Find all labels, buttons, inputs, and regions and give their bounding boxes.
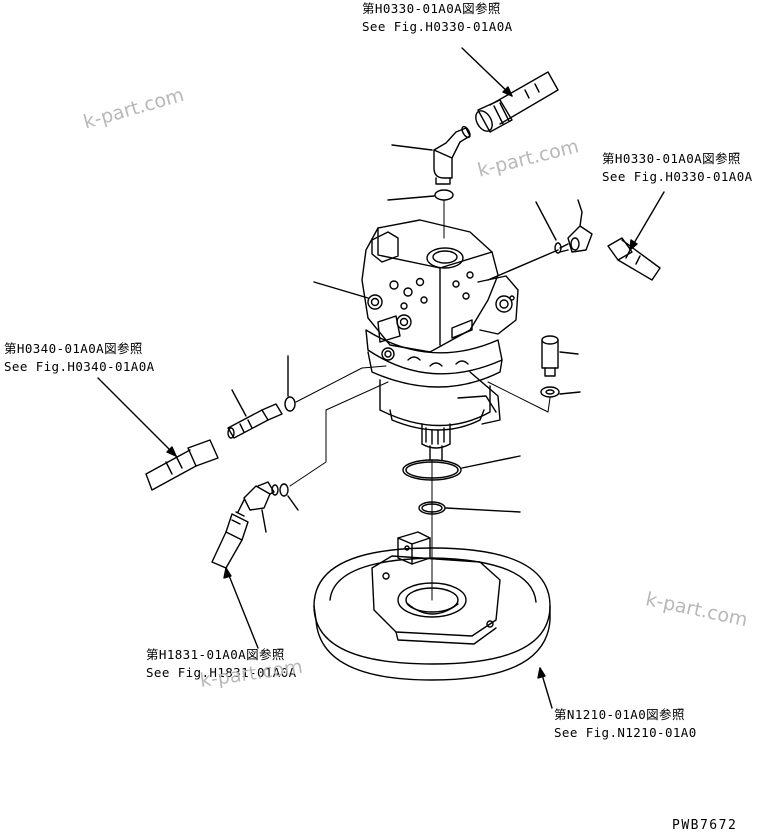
seal-leader xyxy=(445,507,521,513)
left-hose xyxy=(145,439,219,491)
left-reference-en: See Fig.H0340-01A0A xyxy=(4,359,155,374)
bottom-right-leader-arrow xyxy=(537,667,546,679)
drawing-code: PWB7672 xyxy=(672,818,738,833)
lower-fitting-leader xyxy=(261,509,267,533)
lower-left-hose xyxy=(211,511,249,569)
top-reference-label: 第H0330-01A0A図参照 See Fig.H0330-01A0A xyxy=(362,0,513,36)
bottom-right-reference-ja: 第N1210-01A0図参照 xyxy=(554,707,685,722)
bottom-left-reference-ja: 第H1831-01A0A図参照 xyxy=(146,647,285,662)
left-fitting xyxy=(227,403,283,439)
left-reference-label: 第H0340-01A0A図参照 See Fig.H0340-01A0A xyxy=(4,340,155,376)
lower-o-ring xyxy=(279,483,289,497)
bottom-right-reference-en: See Fig.N1210-01A0 xyxy=(554,725,697,740)
right-reference-ja: 第H0330-01A0A図参照 xyxy=(602,151,741,166)
left-reference-ja: 第H0340-01A0A図参照 xyxy=(4,341,143,356)
swing-motor xyxy=(361,219,519,461)
right-fitting xyxy=(559,199,593,253)
bottom-left-reference-label: 第H1831-01A0A図参照 See Fig.H1831-01A0A xyxy=(146,646,297,682)
bottom-left-reference-en: See Fig.H1831-01A0A xyxy=(146,665,297,680)
left-leader-arrow xyxy=(166,446,177,457)
motor-leader xyxy=(313,281,369,299)
bottom-left-reference-leader xyxy=(225,567,259,649)
bolt-center-line xyxy=(487,381,551,413)
top-o-ring xyxy=(434,189,454,201)
right-reference-label: 第H0330-01A0A図参照 See Fig.H0330-01A0A xyxy=(602,150,753,186)
right-leader-arrow xyxy=(629,239,638,251)
right-o-ring xyxy=(554,242,562,254)
bolt-leader xyxy=(559,351,579,355)
right-reference-leader xyxy=(629,191,665,251)
left-reference-leader xyxy=(97,377,177,457)
bolt-washer xyxy=(540,386,560,398)
top-leader-arrow xyxy=(502,86,513,97)
swing-circle-base xyxy=(313,531,551,681)
left-fitting-leader xyxy=(231,389,247,417)
large-o-ring-leader xyxy=(461,455,521,469)
right-hose xyxy=(607,237,661,281)
right-fitting-leader xyxy=(535,201,557,241)
left-center-line xyxy=(295,365,387,403)
bottom-left-leader-arrow xyxy=(223,567,232,579)
left-o-ring xyxy=(284,396,296,412)
top-reference-en: See Fig.H0330-01A0A xyxy=(362,19,513,34)
lower-o-ring-leader xyxy=(287,495,299,511)
lower-center-line xyxy=(289,381,389,487)
washer-leader xyxy=(559,391,581,395)
top-hose xyxy=(475,71,559,133)
motor-to-right-fitting-leader xyxy=(487,249,559,281)
bottom-right-reference-label: 第N1210-01A0図参照 See Fig.N1210-01A0 xyxy=(554,706,697,742)
elbow-leader xyxy=(391,144,433,151)
top-o-ring-leader xyxy=(387,195,435,201)
top-elbow-fitting xyxy=(433,125,471,185)
top-reference-ja: 第H0330-01A0A図参照 xyxy=(362,1,501,16)
mounting-bolt xyxy=(541,335,559,377)
right-reference-en: See Fig.H0330-01A0A xyxy=(602,169,753,184)
top-reference-leader xyxy=(461,47,513,97)
lower-left-fitting xyxy=(237,481,279,513)
